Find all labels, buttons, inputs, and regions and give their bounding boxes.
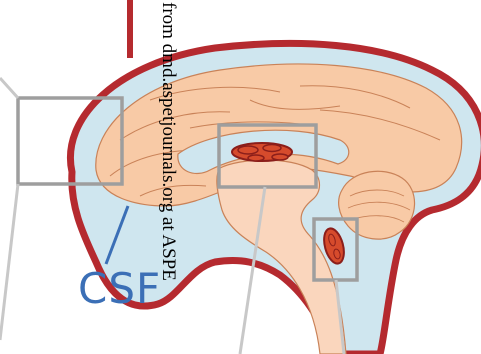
csf-label: CSF [78, 268, 161, 310]
watermark-text: from dmd.aspetjournals.org at ASPE [156, 2, 180, 354]
cerebellum [339, 171, 415, 239]
pointer-line-left-bottom [0, 184, 18, 340]
lesion-thalamus [232, 143, 292, 161]
pointer-line-left-top [0, 78, 18, 98]
